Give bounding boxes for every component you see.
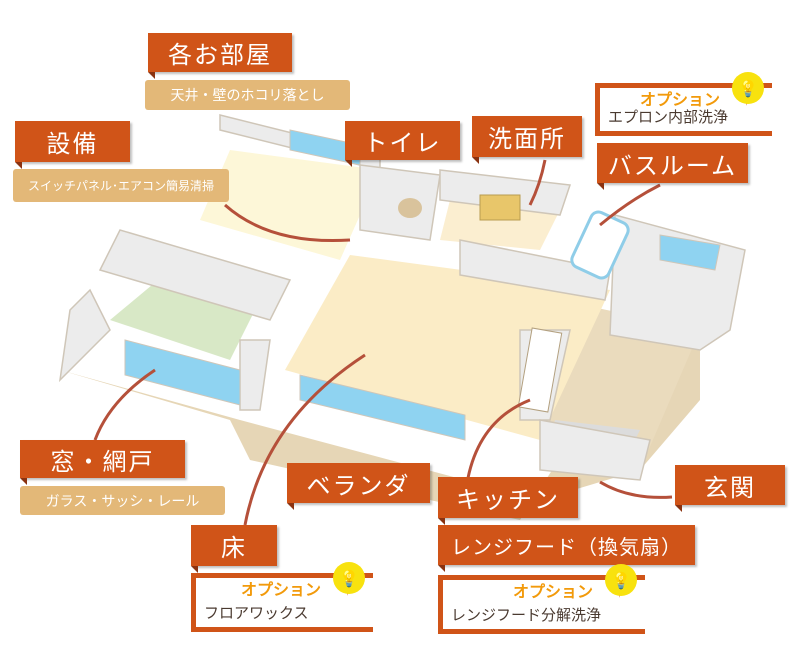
wall xyxy=(459,239,611,301)
arrow-toilet xyxy=(224,203,351,243)
arrow-entrance xyxy=(599,480,673,499)
label-entrance: 玄関 xyxy=(675,465,785,512)
lightbulb-icon: 💡 xyxy=(732,72,764,104)
window xyxy=(124,339,241,406)
option-text: エプロン内部洗浄 xyxy=(608,108,729,126)
lightbulb-icon: 💡 xyxy=(333,562,365,594)
window xyxy=(289,129,361,166)
label-washroom: 洗面所 xyxy=(472,116,582,164)
label-rooms-sub: 天井・壁のホコリ落とし xyxy=(145,80,350,110)
wall xyxy=(609,214,746,351)
option-text: レンジフード分解洗浄 xyxy=(451,606,602,624)
wall xyxy=(98,229,292,321)
option-tag: オプション xyxy=(639,90,720,109)
label-kitchen: キッチン xyxy=(438,477,578,525)
wall xyxy=(239,339,271,411)
option-apron-wash: オプション エプロン内部洗浄 💡 xyxy=(595,72,772,136)
option-tag: オプション xyxy=(240,580,321,599)
label-range-hood: レンジフード（換気扇） xyxy=(438,525,695,572)
label-window: 窓・網戸 xyxy=(20,440,185,485)
window xyxy=(659,234,721,271)
label-window-sub: ガラス・サッシ・レール xyxy=(20,486,225,515)
arrow-bathroom xyxy=(599,183,661,227)
window xyxy=(299,374,466,441)
arrow-kitchen xyxy=(466,398,531,479)
label-equipment: 設備 xyxy=(15,121,130,169)
label-rooms: 各お部屋 xyxy=(148,33,292,79)
option-floor-wax: オプション フロアワックス 💡 xyxy=(191,562,373,632)
bathtub xyxy=(570,210,630,280)
wall xyxy=(58,288,111,383)
washbasin xyxy=(479,194,521,221)
label-veranda: ベランダ xyxy=(287,463,430,510)
wall xyxy=(539,419,651,481)
label-floor: 床 xyxy=(191,525,277,573)
kitchen-counter xyxy=(517,327,563,413)
label-equipment-sub: スイッチパネル･エアコン簡易清掃 xyxy=(13,169,229,202)
label-bathroom: バスルーム xyxy=(597,143,748,190)
arrow-washroom xyxy=(528,159,547,206)
arrow-floor xyxy=(243,353,366,526)
lightbulb-icon: 💡 xyxy=(605,564,637,596)
label-toilet: トイレ xyxy=(345,121,460,167)
toilet-bowl xyxy=(398,198,422,218)
option-text: フロアワックス xyxy=(204,604,309,622)
arrow-window xyxy=(93,368,156,441)
washroom-floor xyxy=(440,200,560,250)
wall xyxy=(439,169,572,216)
option-tag: オプション xyxy=(512,582,593,601)
option-range-hood-wash: オプション レンジフード分解洗浄 💡 xyxy=(438,564,645,634)
bedroom-floor xyxy=(200,150,380,260)
